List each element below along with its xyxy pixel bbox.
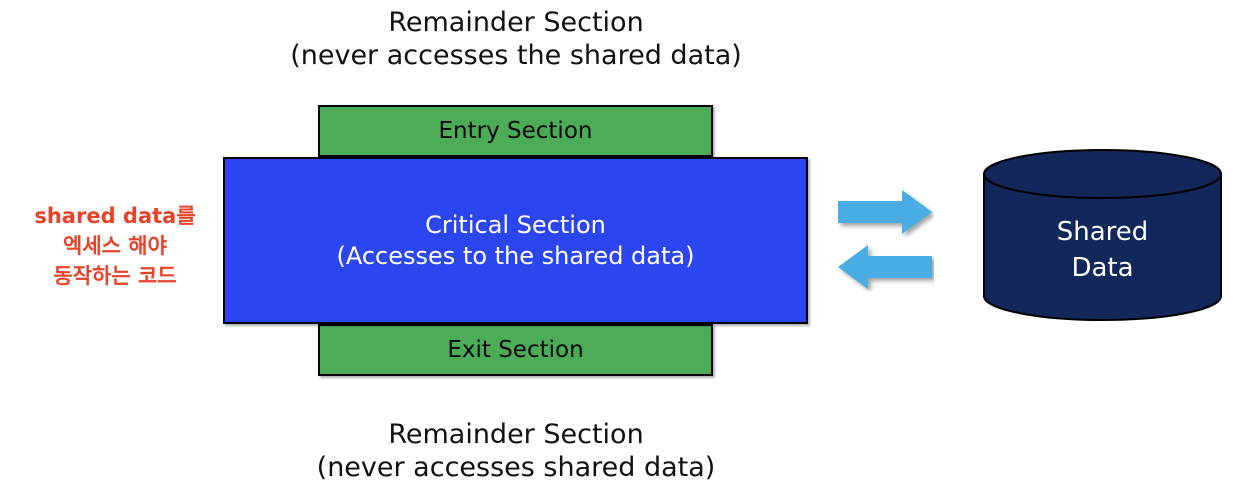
data-flow-arrows <box>838 190 932 289</box>
remainder-bottom-line2: (never accesses shared data) <box>316 452 716 483</box>
remainder-bottom-label: Remainder Section (never accesses shared… <box>216 418 816 484</box>
korean-side-note-line3: 동작하는 코드 <box>53 264 177 288</box>
korean-side-note-line1: shared data를 <box>34 204 196 228</box>
remainder-top-label: Remainder Section (never accesses the sh… <box>216 6 816 72</box>
exit-section-label: Exit Section <box>447 337 584 363</box>
critical-section-box: Critical Section (Accesses to the shared… <box>223 157 808 324</box>
arrow-right-icon <box>838 190 932 234</box>
entry-section-box: Entry Section <box>318 105 713 157</box>
korean-side-note-line2: 엑세스 해야 <box>63 234 167 258</box>
database-cylinder-icon <box>983 149 1222 321</box>
korean-side-note: shared data를 엑세스 해야 동작하는 코드 <box>5 201 225 291</box>
exit-section-box: Exit Section <box>318 324 713 376</box>
arrow-left-icon <box>838 245 932 289</box>
shared-data-label: Shared Data <box>982 214 1223 286</box>
critical-section-line2: (Accesses to the shared data) <box>336 241 695 270</box>
critical-section-line1: Critical Section <box>425 210 606 239</box>
remainder-top-line2: (never accesses the shared data) <box>290 40 742 71</box>
entry-section-label: Entry Section <box>438 118 593 144</box>
remainder-bottom-line1: Remainder Section <box>388 419 644 450</box>
shared-data-line2: Data <box>1071 253 1134 283</box>
shared-data-store: Shared Data <box>982 148 1223 322</box>
shared-data-line1: Shared <box>1056 217 1149 247</box>
remainder-top-line1: Remainder Section <box>388 7 644 38</box>
